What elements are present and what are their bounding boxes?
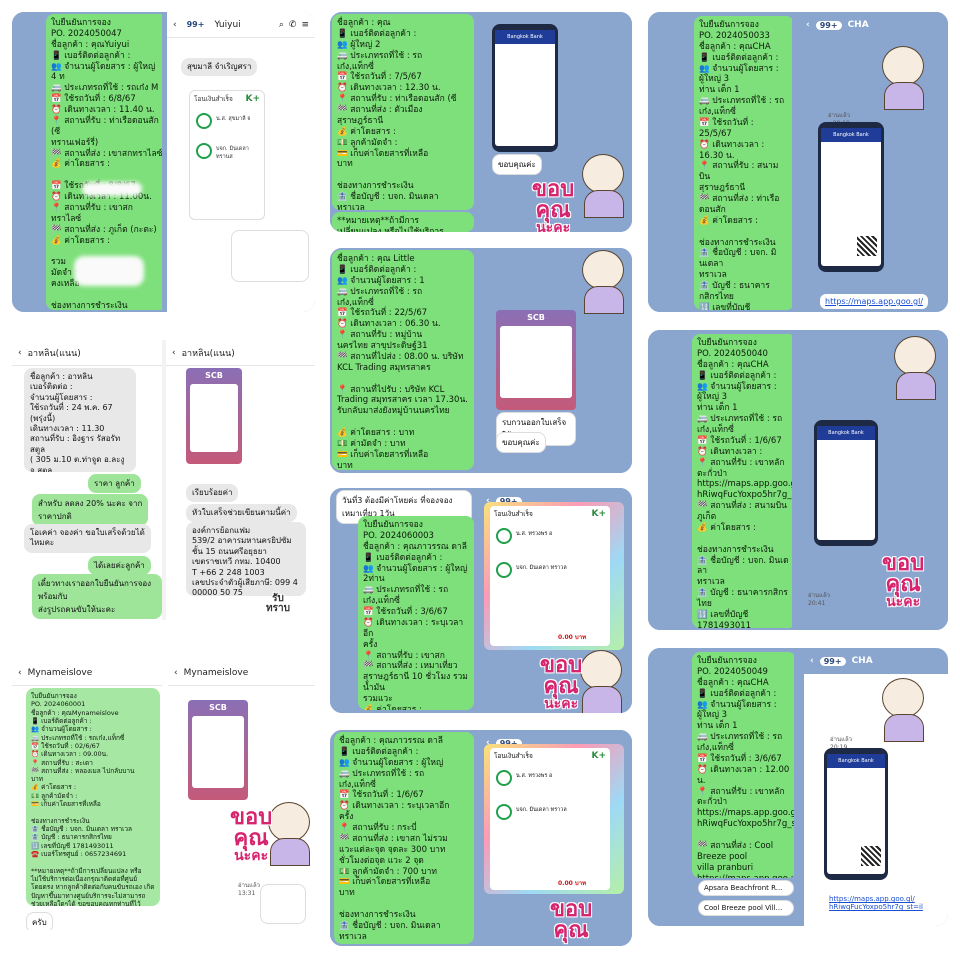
kplus-slip[interactable]: โอนเงินสำเร็จ K+ น.ส. ทรวงพร อ บจก. มินเ… [484, 502, 624, 650]
got-message: เรียบร้อยค่า [186, 484, 239, 503]
back-icon[interactable]: ‹ [810, 656, 814, 666]
search-icon[interactable]: ⌕ [278, 19, 284, 30]
reply-message: ขอบคุณค่ะ [492, 154, 542, 175]
chat-header: ‹ 99+ Yuiyui ⌕ ✆ ≡ [167, 12, 315, 38]
price-reply: ราคา ลูกค้า [88, 474, 141, 493]
contact-name: อาหลิน(แนน) [27, 348, 81, 359]
request-message: หัวใบเสร็จช่วยเขียนตามนี้ค่า [186, 504, 297, 523]
bank-logo-icon [496, 770, 512, 786]
thanks-sticker-text: ขอบ คุณนะคะ [230, 805, 273, 864]
tile-little: ชื่อลูกค้า : คุณ Little 📱 เบอร์ติดต่อลูก… [330, 248, 632, 473]
back-icon[interactable]: ‹ [18, 347, 22, 358]
booking-bubble: ใบยืนยันการจอง PO. 2024050033 ชื่อลูกค้า… [694, 16, 792, 310]
thanks-sticker-text: ขอบ คุณ [550, 897, 593, 943]
tile-mynameislove: ‹ Mynameislove ใบยืนยันการจอง PO. 2024060… [12, 660, 315, 930]
bank-logo-icon [196, 113, 212, 129]
bank-slip-phone[interactable]: Bangkok Bank [818, 122, 884, 272]
tile-cha-2: ใบยืนยันการจอง PO. 2024050040 ชื่อลูกค้า… [648, 330, 948, 630]
note-bubble: **หมายเหตุ**ถ้ามีการ เปลี่ยนแปลง หรือไม่… [332, 212, 474, 232]
document-thumbnail[interactable] [231, 230, 309, 282]
unread-badge: 99+ [815, 20, 842, 30]
bank-logo-icon [196, 143, 212, 159]
ack-sticker: รับ ทราบ [266, 593, 290, 614]
tile-alin: ‹ อาหลิน(แนน) ชื่อลูกค้า : อาหลิน เบอร์ติ… [12, 340, 315, 620]
unread-badge: 99+ [182, 20, 209, 29]
unread-badge: 99+ [495, 738, 522, 748]
sticker [260, 800, 315, 866]
phone-icon[interactable]: ✆ [288, 19, 297, 30]
thanks-sticker-text: ขอบ คุณนะคะ [532, 177, 575, 232]
customer-info: ชื่อลูกค้า : อาหลิน เบอร์ติดต่อ : จำนวนผ… [24, 368, 136, 472]
kplus-slip[interactable]: โอนเงินสำเร็จ K+ น.ส. ทรวงพร อ บจก. มินเ… [484, 744, 624, 894]
thanks-sticker-text: ขอบ คุณนะคะ [540, 653, 583, 712]
scb-slip[interactable]: SCB [186, 368, 242, 464]
booking-bubble: ใบยืนยันการจอง PO. 2024050040 ชื่อลูกค้า… [692, 334, 792, 628]
tile-booking-7: วันที่3 ต้องมีค่าโหยค่ะ ที่จองจอง เหมาเท… [330, 488, 632, 713]
bank-slip-phone[interactable]: Bangkok Bank [492, 24, 558, 152]
tile-cha-1: ใบยืนยันการจอง PO. 2024050033 ชื่อลูกค้า… [648, 12, 948, 312]
back-icon[interactable]: ‹ [486, 738, 490, 748]
chat-header: ‹ 99+ CHA [800, 12, 948, 38]
tile-booking-10: ชื่อลูกค้า : คุณภาวรรณ ดาลี 📱 เบอร์ติดต่… [330, 730, 632, 946]
map-link[interactable]: https://maps.app.goo.gl/ hRiwqFucYoxpo5h… [824, 892, 928, 914]
booking-bubble: ชื่อลูกค้า : คุณภาวรรณ ดาลี 📱 เบอร์ติดต่… [334, 732, 474, 944]
receipt-request: โอเคค่า จองค่า ขอใบเสร็จด้วยได้ ไหมคะ [24, 524, 151, 553]
booking-bubble: ชื่อลูกค้า : คุณ 📱 เบอร์ติดต่อลูกค้า : 👥… [332, 14, 474, 210]
menu-icon[interactable]: ≡ [301, 19, 309, 30]
sticker [886, 334, 942, 400]
bank-logo-icon [496, 804, 512, 820]
unread-badge: 99+ [819, 656, 846, 666]
sticker [874, 44, 930, 110]
thanks-reply: ขอบคุณค่ะ [496, 432, 546, 453]
bank-logo-icon [496, 562, 512, 578]
back-icon[interactable]: ‹ [806, 20, 810, 30]
contact-name: Mynameislove [183, 667, 249, 678]
tile-booking-2: ชื่อลูกค้า : คุณ 📱 เบอร์ติดต่อลูกค้า : 👥… [330, 12, 632, 232]
sticker [874, 676, 930, 742]
transfer-receipt[interactable]: โอนเงินสำเร็จ K+ น.ส. สุขมาลี จ บจก. มิน… [189, 90, 265, 220]
bank-slip-phone[interactable]: Bangkok Bank [824, 748, 888, 880]
qr-code-icon [857, 236, 877, 256]
scb-slip[interactable]: SCB [496, 310, 576, 410]
thanks-sticker-text: ขอบ คุณนะคะ [882, 551, 925, 610]
thank-you-sticker [574, 152, 630, 218]
map-card-apsara[interactable]: Apsara Beachfront R... [698, 880, 794, 896]
contact-name: Yuiyui [214, 19, 241, 30]
discount-message: สำหรับ ลดลง 20% นะคะ จาก ราคาปกติ [32, 494, 149, 526]
confirm-message: เดี๋ยวทางเราออกใบยืนยันการจองพร้อมกับ ส่… [32, 574, 162, 619]
back-icon[interactable]: ‹ [172, 347, 176, 358]
bank-slip-phone[interactable]: Bangkok Bank [814, 420, 878, 546]
back-icon[interactable]: ‹ [174, 667, 178, 678]
contact-name: อาหลิน(แนน) [181, 348, 235, 359]
ok-message: ได้เลยค่ะลูกค้า [88, 556, 151, 575]
document-thumbnail[interactable] [260, 884, 306, 924]
bank-logo-icon [496, 528, 512, 544]
tile-cha-3: ใบยืนยันการจอง PO. 2024050049 ชื่อลูกค้า… [648, 648, 948, 926]
booking-bubble: ใบยืนยันการจอง PO. 2024060003 ชื่อลูกค้า… [358, 516, 474, 710]
back-icon[interactable]: ‹ [173, 19, 177, 30]
booking-bubble: ชื่อลูกค้า : คุณ Little 📱 เบอร์ติดต่อลูก… [332, 250, 474, 470]
kplus-logo: K+ [245, 94, 260, 104]
reply-message: ครับ [26, 912, 53, 930]
back-icon[interactable]: ‹ [18, 667, 22, 678]
address-message: องค์การย้อกแฟม 539/2 อาคารมหานครยิปซัม ช… [186, 522, 306, 596]
map-link[interactable]: https://maps.app.goo.gl/ [820, 294, 929, 309]
sticker [574, 248, 630, 314]
sticker [572, 648, 628, 713]
map-card-coolbreeze[interactable]: Cool Breeze pool Vill... [698, 900, 794, 916]
greeting-message: สุขมาลี จำเริญศรา [181, 58, 258, 77]
contact-name: CHA [847, 20, 869, 30]
booking-bubble: ใบยืนยันการจอง PO. 2024060001 ชื่อลูกค้า… [26, 688, 160, 906]
booking-bubble: ใบยืนยันการจอง PO. 2024050049 ชื่อลูกค้า… [692, 652, 794, 878]
contact-name: Mynameislove [27, 667, 93, 678]
tile-yuiyui: ใบยืนยันการจอง PO. 2024050047 ชื่อลูกค้า… [12, 12, 315, 312]
scb-slip[interactable]: SCB [188, 700, 248, 800]
qr-code-icon [861, 846, 881, 866]
unread-badge: 99+ [495, 496, 522, 506]
contact-name: CHA [851, 656, 873, 666]
back-icon[interactable]: ‹ [486, 496, 490, 506]
